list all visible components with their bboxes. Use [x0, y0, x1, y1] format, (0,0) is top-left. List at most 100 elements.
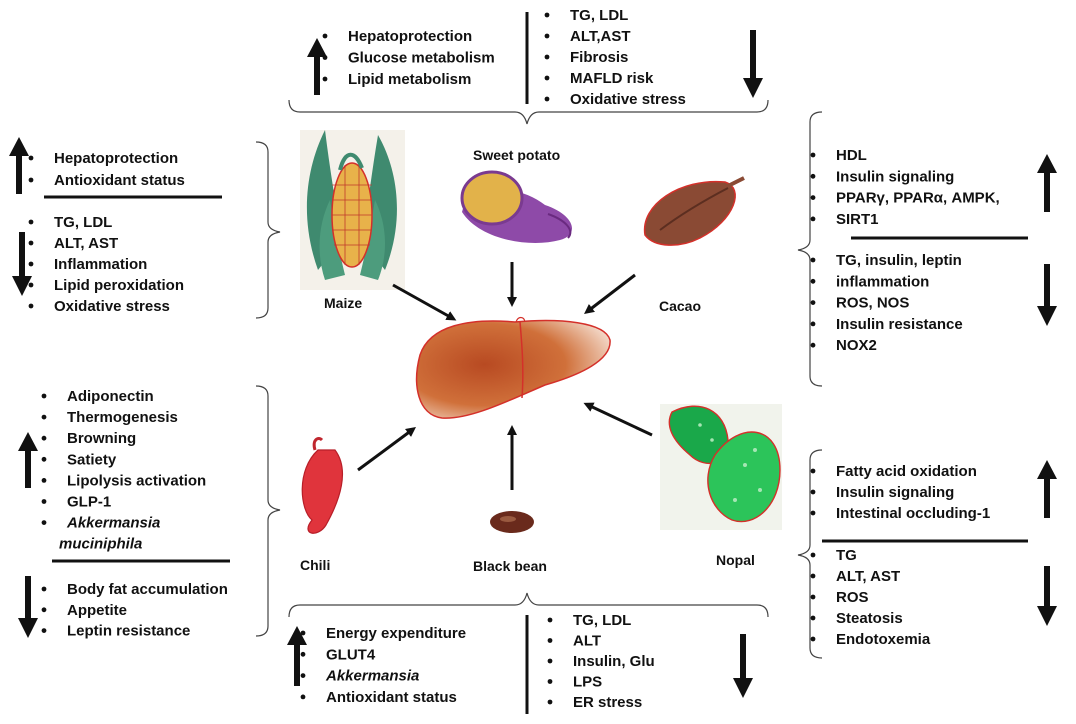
bullet-icon	[41, 607, 47, 613]
maize-label: Maize	[324, 295, 362, 311]
effect-item: muciniphila	[59, 536, 142, 553]
down-arrow-icon	[12, 232, 32, 296]
down-arrow-icon	[733, 634, 753, 698]
effect-item: ALT,AST	[570, 28, 631, 45]
effect-item: Leptin resistance	[67, 623, 190, 640]
up-arrow-icon	[18, 432, 38, 488]
bullet-icon	[41, 499, 47, 504]
up-arrow-icon	[1037, 154, 1057, 212]
down-arrow-icon	[1037, 264, 1057, 326]
bullet-icon	[810, 636, 816, 642]
bullet-icon	[322, 76, 328, 82]
effect-item: Body fat accumulation	[67, 581, 228, 598]
effect-item: inflammation	[836, 273, 929, 290]
down-arrow-icon	[18, 576, 38, 638]
chili-illustration	[301, 436, 343, 534]
bullet-icon	[810, 195, 816, 201]
trend-arrows	[9, 30, 1057, 698]
effect-item: GLP-1	[67, 494, 111, 511]
effect-item: GLUT4	[326, 646, 376, 663]
bullet-icon	[810, 173, 816, 179]
bullet-icon	[810, 510, 816, 516]
nopal-arrow	[583, 402, 653, 437]
bullet-icon	[544, 75, 550, 81]
sweet-potato-label: Sweet potato	[473, 147, 560, 163]
maize-illustration	[300, 130, 405, 290]
bullet-icon	[810, 552, 816, 558]
bullet-icon	[300, 651, 306, 657]
bullet-icon	[810, 468, 816, 474]
effect-item: Oxidative stress	[570, 91, 686, 108]
effect-item: PPARγ, PPARα, AMPK,	[836, 190, 1000, 207]
effect-item: NOX2	[836, 337, 877, 354]
effect-item: SIRT1	[836, 211, 879, 228]
food-to-liver-arrows	[357, 262, 653, 490]
bullet-icon	[547, 658, 553, 664]
effect-item: LPS	[573, 674, 602, 691]
curly-brace-icon	[255, 99, 823, 659]
bullet-icon	[41, 435, 47, 441]
effect-item: Fatty acid oxidation	[836, 463, 977, 480]
cacao-illustration	[643, 176, 745, 246]
effect-item: Lipid metabolism	[348, 71, 471, 88]
effect-item: Antioxidant status	[54, 172, 185, 189]
bullet-icon	[544, 54, 550, 60]
bullet-icon	[810, 152, 816, 158]
effect-item: TG, LDL	[54, 214, 112, 231]
bullet-icon	[547, 617, 553, 623]
up-arrow-icon	[307, 38, 327, 95]
effect-item: MAFLD risk	[570, 70, 654, 87]
effect-item: Glucose metabolism	[348, 50, 495, 67]
effect-item: Steatosis	[836, 610, 903, 627]
effect-item: ALT, AST	[54, 235, 118, 252]
panel-bean-up: Energy expenditureGLUT4AkkermansiaAntiox…	[300, 625, 466, 706]
bullet-icon	[322, 33, 328, 39]
bullet-icon	[547, 699, 553, 705]
up-arrow-icon	[1037, 460, 1057, 518]
bullet-icon	[810, 257, 816, 263]
effect-item: Hepatoprotection	[54, 150, 178, 167]
effect-item: Intestinal occluding-1	[836, 505, 990, 522]
effect-item: Hepatoprotection	[348, 28, 472, 45]
effect-item: Appetite	[67, 602, 127, 619]
bullet-icon	[322, 55, 328, 60]
bullet-icon	[810, 615, 816, 621]
effect-item: Energy expenditure	[326, 625, 466, 642]
effect-item: ROS	[836, 589, 869, 606]
bullet-icon	[810, 594, 816, 600]
effect-item: ALT, AST	[836, 568, 900, 585]
bullet-icon	[41, 456, 47, 462]
bullet-icon	[41, 586, 47, 592]
bullet-icon	[28, 303, 34, 309]
nopal-label: Nopal	[716, 552, 755, 568]
down-arrow-icon	[743, 30, 763, 98]
bullet-icon	[41, 414, 47, 420]
bullet-icon	[544, 12, 550, 18]
nopal-illustration	[660, 404, 782, 530]
effect-item: Lipid peroxidation	[54, 277, 184, 294]
effect-item: TG, LDL	[570, 7, 628, 24]
liver-illustration	[415, 316, 611, 419]
bullet-icon	[300, 630, 306, 636]
effect-item: Akkermansia	[325, 668, 419, 685]
bullet-icon	[41, 393, 47, 399]
bullet-icon	[28, 219, 34, 225]
bullet-icon	[28, 155, 34, 161]
bullet-icon	[544, 96, 550, 102]
effect-item: Oxidative stress	[54, 298, 170, 315]
bullet-icon	[544, 33, 550, 39]
chili-arrow	[357, 427, 417, 472]
panel-chili-up: AdiponectinThermogenesisBrowningSatietyL…	[41, 388, 206, 553]
effect-item: Fibrosis	[570, 49, 628, 66]
bullet-icon	[41, 478, 47, 483]
